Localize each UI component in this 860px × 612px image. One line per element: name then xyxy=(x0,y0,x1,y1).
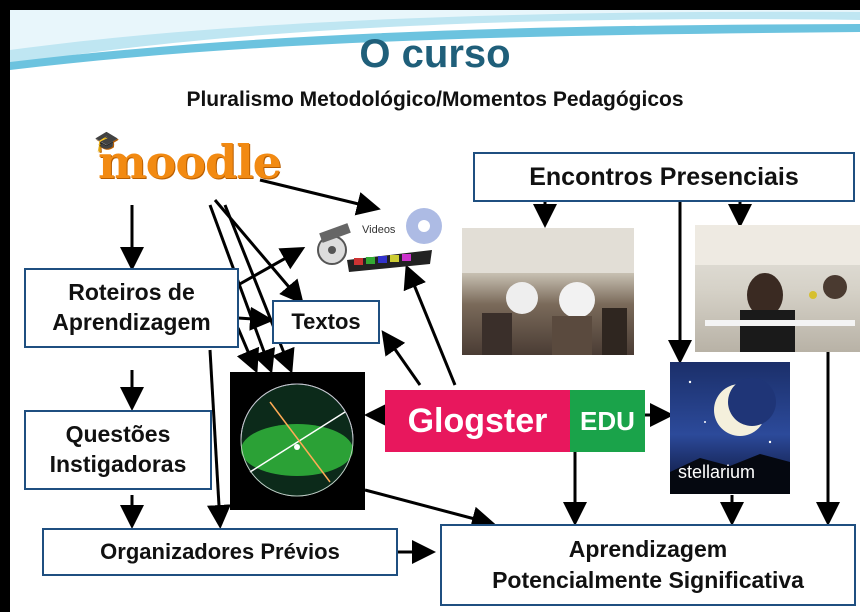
videos-label: Videos xyxy=(362,224,396,236)
header-swoosh xyxy=(10,10,860,70)
questoes-label-line1: Questões xyxy=(65,421,171,448)
aprendizagem-label-line1: Aprendizagem xyxy=(568,535,728,562)
classroom-photo-1 xyxy=(462,228,634,355)
roteiros-label-line2: Aprendizagem xyxy=(52,309,211,335)
stellarium-logo: stellarium xyxy=(670,362,790,494)
organizadores-label: Organizadores Prévios xyxy=(100,539,340,564)
roteiros-label-line1: Roteiros de xyxy=(68,279,195,306)
encontros-presenciais-box: Encontros Presenciais xyxy=(473,152,855,202)
arrow-glogster-textos xyxy=(381,330,422,386)
arrow-moodle-sphere1 xyxy=(208,204,276,374)
encontros-presenciais-label: Encontros Presenciais xyxy=(529,162,799,191)
questoes-label-line2: Instigadoras xyxy=(49,451,187,477)
organizadores-previos-box: Organizadores Prévios xyxy=(42,528,398,576)
glogster-edu-logo: Glogster EDU xyxy=(385,390,645,452)
page-title: O curso xyxy=(359,32,511,76)
arrow-roteiros-textos xyxy=(237,306,274,331)
slide: O curso Pluralismo Metodológico/Momentos… xyxy=(10,10,860,612)
page-subtitle: Pluralismo Metodológico/Momentos Pedagóg… xyxy=(186,88,684,111)
stellarium-label: stellarium xyxy=(678,462,756,482)
arrow-roteiros-videos xyxy=(237,247,306,287)
graduation-cap-icon: 🎓 xyxy=(94,129,119,153)
glogster-label: Glogster xyxy=(385,390,570,452)
videos-image: Videos xyxy=(302,198,442,278)
celestial-sphere-icon xyxy=(240,383,354,497)
moodle-logo: 🎓 moodle xyxy=(94,129,282,189)
questoes-instigadoras-box: Questões Instigadoras xyxy=(24,410,212,490)
textos-box: Textos xyxy=(272,300,380,344)
aprendizagem-significativa-box: Aprendizagem Potencialmente Significativ… xyxy=(440,524,856,606)
glogster-edu-label: EDU xyxy=(570,390,645,452)
classroom-photo-2 xyxy=(695,225,860,352)
moodle-logo-text: moodle xyxy=(98,135,282,189)
arrow-roteiros-sphere xyxy=(236,327,260,374)
arrow-moodle-videos xyxy=(259,178,381,216)
arrow-roteiros-organizadores xyxy=(206,349,231,529)
arrow-glogster-videos xyxy=(403,264,457,386)
textos-label: Textos xyxy=(291,309,361,334)
aprendizagem-label-line2: Potencialmente Significativa xyxy=(492,567,804,593)
arrow-sphere-aprendizagem xyxy=(364,488,496,531)
celestial-sphere-image xyxy=(230,372,365,510)
moon-icon xyxy=(670,378,790,494)
roteiros-aprendizagem-box: Roteiros de Aprendizagem xyxy=(24,268,239,348)
film-reel-icon xyxy=(317,208,442,272)
